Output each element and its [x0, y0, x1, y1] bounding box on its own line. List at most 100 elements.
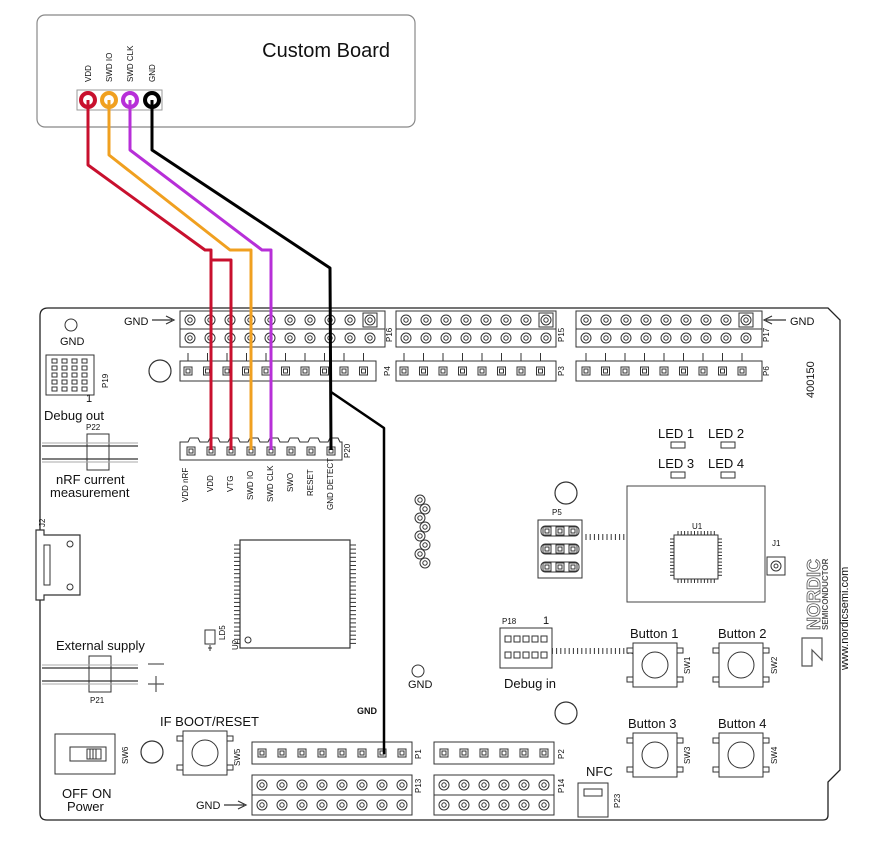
header-pin-hole [461, 802, 467, 808]
header-p15 [395, 310, 557, 348]
p18-pin [540, 635, 548, 643]
header-pin-hole [279, 802, 285, 808]
header-p13 [251, 774, 413, 816]
led2 [720, 441, 736, 449]
power-switch-sw6[interactable] [54, 733, 116, 775]
gnd-mid-label: GND [408, 679, 433, 691]
nordic-brand: NORDIC [804, 559, 824, 630]
ref-j1: J1 [772, 539, 781, 548]
button-lead [626, 766, 634, 773]
board-id: 400150 [805, 361, 817, 398]
custom-board: Custom Board VDD SWD IO SWD CLK GND [36, 14, 416, 128]
ref-p21: P21 [90, 696, 105, 705]
button4-cap[interactable] [727, 741, 755, 769]
header-pin-hole [307, 317, 313, 323]
header-pin-hole [521, 750, 527, 756]
header-pin-hole [287, 335, 293, 341]
via-hole [422, 542, 428, 548]
button-lead [626, 676, 634, 683]
if-boot-reset-button[interactable] [176, 730, 234, 776]
button3-label: Button 3 [628, 716, 676, 731]
header-pin-hole [441, 750, 447, 756]
website-label: www.nordicsemi.com [839, 567, 851, 671]
header-pin-hole [359, 750, 365, 756]
header-pin-hole [481, 782, 487, 788]
button1-label: Button 1 [630, 626, 678, 641]
antenna-connector-j1[interactable] [766, 556, 786, 576]
header-p1 [251, 741, 413, 765]
led2-label: LED 2 [708, 426, 744, 441]
header-pin-hole [518, 368, 524, 374]
button2-cap[interactable] [727, 651, 755, 679]
header-pin-hole [543, 335, 549, 341]
p18-pin [513, 651, 521, 659]
header-pin-hole [543, 317, 549, 323]
header-pin-hole [421, 368, 426, 374]
header-pin-hole [403, 335, 409, 341]
button1[interactable] [632, 642, 678, 688]
p19-pin [61, 379, 68, 385]
header-pin-hole [603, 335, 609, 341]
header-p6 [575, 360, 763, 382]
header-pin-hole [443, 335, 449, 341]
debug-out-label: Debug out [44, 408, 104, 423]
p19-pin [61, 386, 68, 392]
ref-p14: P14 [557, 778, 566, 793]
mounting-hole [554, 481, 578, 505]
header-pin-hole [299, 802, 305, 808]
header-pin-hole [244, 368, 249, 374]
header-pin-hole [603, 368, 608, 374]
p5-pin-hole [557, 528, 563, 534]
wire-swdclk [128, 100, 273, 450]
header-pin-hole [723, 335, 729, 341]
custom-pin-label-vdd: VDD [84, 65, 93, 82]
header-pin-hole [503, 317, 509, 323]
header-pin-hole [401, 368, 407, 374]
p19-pin [81, 358, 88, 364]
led4-label: LED 4 [708, 456, 744, 471]
via-column [414, 494, 431, 569]
p19-pin [51, 386, 58, 392]
nfc-connector-p23[interactable] [577, 782, 609, 818]
header-pin-hole [538, 368, 543, 374]
single-row-pins [183, 353, 747, 376]
header-pin-hole [440, 368, 446, 374]
gnd-test-point [411, 664, 425, 678]
ref-p22: P22 [86, 423, 101, 432]
header-pin-hole [720, 368, 725, 374]
header-pin-hole [622, 368, 628, 374]
header-pin-hole [403, 317, 409, 323]
jumper-p21[interactable] [42, 655, 138, 693]
nordic-brand-sub: SEMICONDUCTOR [821, 558, 830, 630]
wire-gnd [150, 100, 333, 451]
header-pin-hole [663, 317, 669, 323]
button4-label: Button 4 [718, 716, 766, 731]
p18-pin [513, 635, 521, 643]
p20-label-gnd-detect: GND DETECT [326, 458, 335, 510]
button-lead [676, 647, 684, 654]
button3-cap[interactable] [641, 741, 669, 769]
ref-p3: P3 [557, 366, 566, 376]
p18-pin-one: 1 [543, 615, 549, 627]
header-pin-hole [347, 317, 353, 323]
header-p4 [179, 360, 377, 382]
header-pin-hole [187, 317, 193, 323]
header-pin-hole [541, 782, 547, 788]
bottom-header-pins [256, 748, 550, 811]
header-pin-hole [683, 317, 689, 323]
header-pin-hole [663, 335, 669, 341]
p20-label-swd-io: SWD IO [246, 471, 255, 500]
header-pin-hole [661, 368, 667, 374]
p5-pin-hole [557, 564, 563, 570]
usb-connector-j2[interactable] [35, 529, 81, 601]
button1-cap[interactable] [641, 651, 669, 679]
ref-p18: P18 [502, 617, 517, 626]
p20-pin-hole [188, 448, 194, 454]
jumper-p22[interactable] [42, 433, 138, 471]
wire-vdd [86, 100, 213, 450]
ref-p17: P17 [762, 327, 771, 342]
header-pin-hole [423, 335, 429, 341]
ref-u1: U1 [692, 522, 703, 531]
header-pin-hole [623, 317, 629, 323]
header-pin-hole [319, 782, 325, 788]
